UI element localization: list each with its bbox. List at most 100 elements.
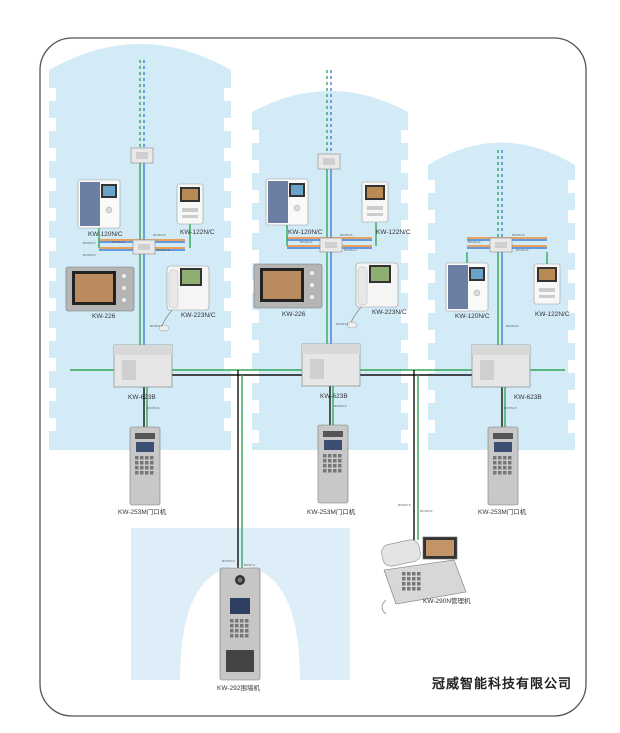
keypad-key	[230, 629, 234, 633]
keypad-key	[245, 619, 249, 623]
monitor-kw-122nc	[176, 183, 204, 225]
keypad	[402, 572, 421, 591]
monitor-kw-223nc	[346, 262, 399, 329]
courtyard-arch	[131, 528, 350, 680]
monitor-model-label: KW-226	[282, 311, 306, 318]
keypad-key	[150, 461, 154, 465]
keypad-key	[417, 587, 421, 591]
distributor-kw-623b	[301, 343, 361, 387]
keypad-key	[140, 461, 144, 465]
keypad-key	[407, 582, 411, 586]
monitor-kw-120nc	[445, 262, 489, 312]
window-notch	[401, 430, 408, 443]
window-notch	[49, 418, 56, 431]
wire-label: RVVP4-5	[512, 233, 525, 237]
window-notch	[252, 160, 259, 173]
wire-label: RVVP4-5	[83, 253, 96, 257]
keypad-key	[323, 459, 327, 463]
keypad	[323, 454, 342, 473]
window-notch	[568, 300, 575, 313]
window-notch	[428, 240, 435, 253]
keypad-key	[240, 629, 244, 633]
distributor-label: KW-623B	[128, 394, 156, 401]
wire-label: RVVP4-5	[153, 233, 166, 237]
window-notch	[49, 208, 56, 221]
wire-label: RVVP4-5	[222, 559, 235, 563]
window-notch	[49, 268, 56, 281]
window-notch	[49, 328, 56, 341]
keypad-key	[245, 624, 249, 628]
keypad-key	[135, 466, 139, 470]
keypad-key	[240, 624, 244, 628]
window-notch	[428, 270, 435, 283]
keypad-key	[338, 459, 342, 463]
keypad-key	[402, 577, 406, 581]
wire-label: RVVP-3	[244, 563, 255, 567]
company-name: 冠威智能科技有限公司	[432, 676, 572, 691]
keypad-key	[145, 456, 149, 460]
wire-label: RVVP4-5	[340, 233, 353, 237]
keypad-key	[145, 471, 149, 475]
building-2: KW-120N/C KW-122N/C KW-226 KW-223N/C	[253, 153, 411, 516]
keypad-key	[150, 471, 154, 475]
keypad-key	[407, 587, 411, 591]
wire-label: RVVP4-3	[157, 248, 170, 252]
window-notch	[401, 400, 408, 413]
keypad-key	[235, 624, 239, 628]
keypad-key	[328, 464, 332, 468]
wire-label: RVVP4-3	[300, 240, 313, 244]
window-notch	[401, 190, 408, 203]
window-notch	[224, 148, 231, 161]
keypad-key	[333, 454, 337, 458]
window-notch	[49, 388, 56, 401]
window-notch	[401, 370, 408, 383]
keypad-key	[508, 471, 512, 475]
keypad-key	[135, 471, 139, 475]
window-notch	[428, 420, 435, 433]
window-notch	[252, 400, 259, 413]
keypad-key	[498, 471, 502, 475]
window-notch	[224, 418, 231, 431]
keypad-key	[402, 582, 406, 586]
window-notch	[252, 220, 259, 233]
window-notch	[49, 298, 56, 311]
wire-label: RVVP4-5	[398, 503, 411, 507]
keypad-key	[508, 461, 512, 465]
keypad-key	[412, 582, 416, 586]
keypad-key	[493, 456, 497, 460]
keypad-key	[333, 459, 337, 463]
wall-station-label: KW-292围墙机	[217, 683, 260, 692]
wire-label: RVVP4-5	[150, 324, 163, 328]
window-notch	[401, 280, 408, 293]
junction-box	[317, 153, 341, 170]
monitor-model-label: KW-120N/C	[455, 313, 490, 320]
keypad	[493, 456, 512, 475]
wire-labels: RVVP4-5 RVVP4-3 RVVP4-3 RVVP4-5 RVVP4-5 …	[83, 233, 529, 567]
window-notch	[224, 268, 231, 281]
window-notch	[401, 220, 408, 233]
window-notch	[401, 340, 408, 353]
keypad-key	[140, 456, 144, 460]
window-notch	[252, 310, 259, 323]
keypad-key	[417, 582, 421, 586]
keypad-key	[230, 634, 234, 638]
building-notches	[49, 88, 575, 443]
keypad-key	[508, 456, 512, 460]
keypad-key	[135, 456, 139, 460]
window-notch	[49, 148, 56, 161]
window-notch	[568, 240, 575, 253]
monitor-kw-120nc	[77, 179, 121, 229]
keypad-key	[145, 461, 149, 465]
keypad-key	[338, 454, 342, 458]
keypad-key	[493, 461, 497, 465]
wire-label: RVVP4-3	[344, 248, 357, 252]
keypad-key	[235, 619, 239, 623]
keypad-key	[323, 464, 327, 468]
wire-label: RVVP4-5	[147, 406, 160, 410]
window-notch	[568, 330, 575, 343]
keypad-key	[503, 461, 507, 465]
window-notch	[401, 250, 408, 263]
distributor-kw-623b	[113, 344, 173, 388]
